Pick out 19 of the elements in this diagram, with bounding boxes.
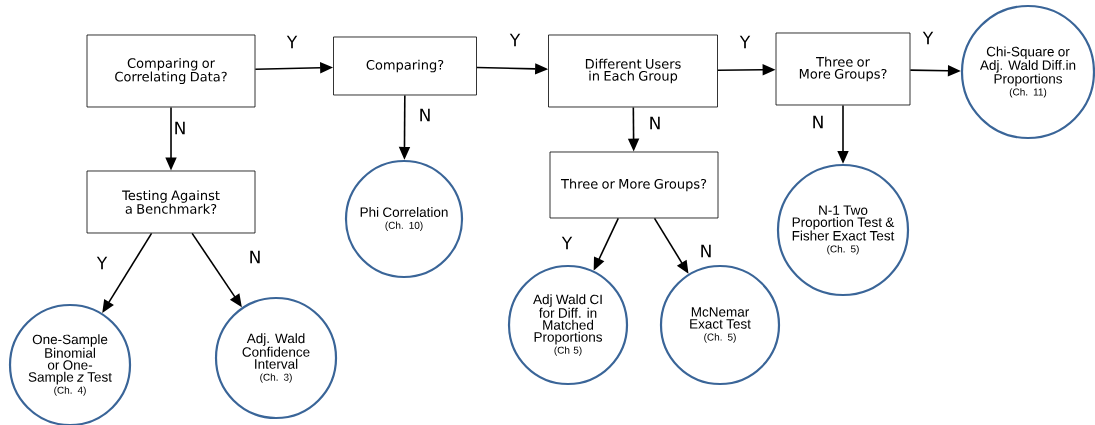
edge-label: Y <box>285 34 299 50</box>
edge-label: N <box>810 114 826 130</box>
edge-label: Y <box>738 34 752 50</box>
edge-label: Y <box>560 235 574 251</box>
decision-box: Comparing? <box>333 36 477 96</box>
arrow <box>102 232 153 313</box>
edge-label: Y <box>921 30 935 46</box>
decision-box: Three or More Groups? <box>549 151 719 219</box>
edge-label: Y <box>95 255 109 271</box>
decision-box: Testing Against a Benchmark? <box>86 170 256 234</box>
edge-label: N <box>698 243 714 259</box>
edge-label: N <box>172 120 188 136</box>
edge-label: Y <box>508 32 522 48</box>
edge-label: N <box>647 115 663 131</box>
decision-box: Different Users in Each Group <box>548 34 718 108</box>
decision-box: Three or More Groups? <box>775 32 911 106</box>
edge-label: N <box>417 107 433 123</box>
decision-box: Comparing or Correlating Data? <box>86 34 256 108</box>
edge-label: N <box>247 249 263 265</box>
